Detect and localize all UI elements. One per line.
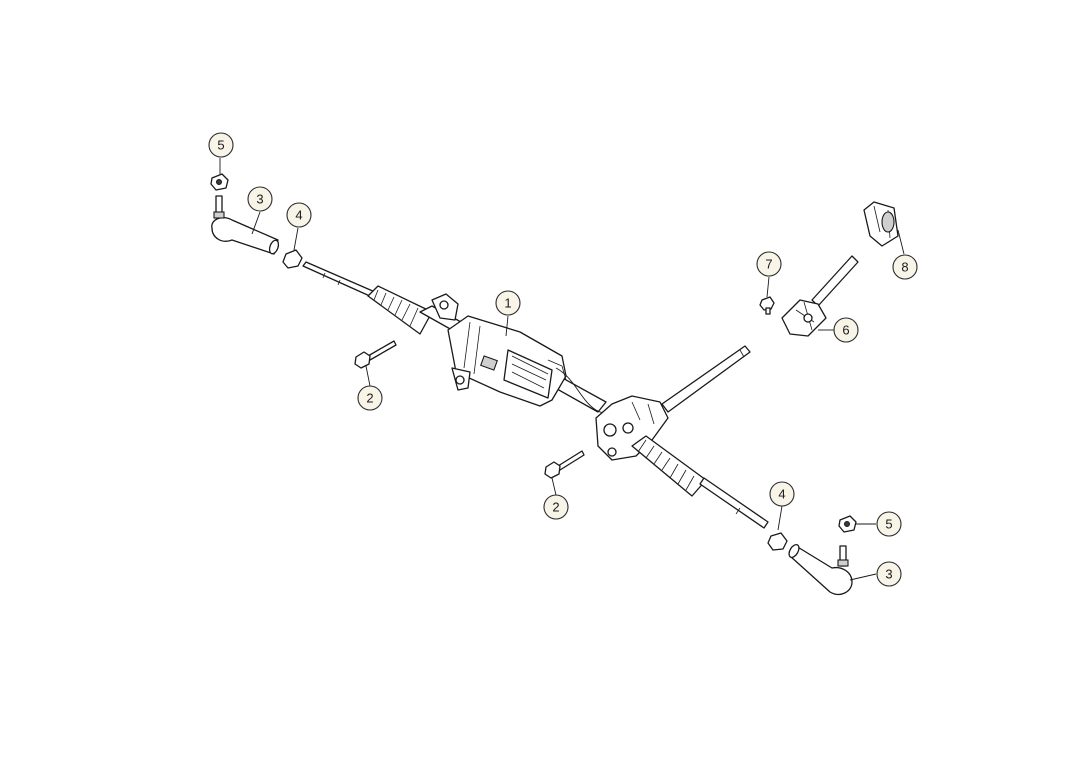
dust-seal: [863, 201, 899, 247]
callout-5-right: 5: [876, 511, 902, 537]
mounting-bolt-right: [544, 450, 585, 479]
callout-label: 5: [885, 517, 892, 532]
steering-intermediate-shaft: [781, 255, 859, 337]
steering-rack-assembly: [302, 261, 769, 529]
right-castle-nut: [838, 515, 857, 533]
pinion-housing: [595, 395, 669, 461]
right-outer-tie-rod-end: [788, 543, 853, 596]
callout-2-left: 2: [357, 385, 383, 411]
left-outer-tie-rod-end: [211, 195, 280, 255]
callout-label: 1: [504, 296, 511, 311]
callout-6: 6: [833, 317, 859, 343]
callout-label: 5: [217, 138, 224, 153]
callout-5-left: 5: [208, 132, 234, 158]
left-castle-nut: [210, 173, 229, 191]
callout-7: 7: [756, 251, 782, 277]
callout-label: 2: [552, 500, 559, 515]
callout-label: 2: [366, 391, 373, 406]
left-inner-tie-rod: [302, 261, 376, 298]
pinch-bolt: [759, 296, 775, 315]
callout-label: 7: [765, 257, 772, 272]
callout-4-left: 4: [286, 202, 312, 228]
callout-label: 8: [901, 260, 908, 275]
callout-label: 4: [295, 208, 302, 223]
leader-lines: [219, 158, 905, 581]
pinion-input-shaft: [661, 345, 751, 413]
callout-label: 3: [885, 567, 892, 582]
callout-3-right: 3: [876, 561, 902, 587]
callout-label: 4: [778, 487, 785, 502]
callout-label: 6: [842, 323, 849, 338]
callout-4-right: 4: [769, 481, 795, 507]
mounting-bolt-left: [354, 340, 397, 369]
eps-motor: [447, 315, 631, 415]
callout-1: 1: [495, 290, 521, 316]
right-lock-nut: [767, 532, 788, 551]
callout-label: 3: [256, 192, 263, 207]
callout-8: 8: [892, 254, 918, 280]
right-bellows-boot: [631, 435, 707, 497]
left-bellows-boot: [367, 285, 433, 335]
callout-2-right: 2: [543, 494, 569, 520]
right-inner-tie-rod: [699, 477, 769, 529]
left-lock-nut: [282, 249, 303, 269]
callout-3-left: 3: [247, 186, 273, 212]
